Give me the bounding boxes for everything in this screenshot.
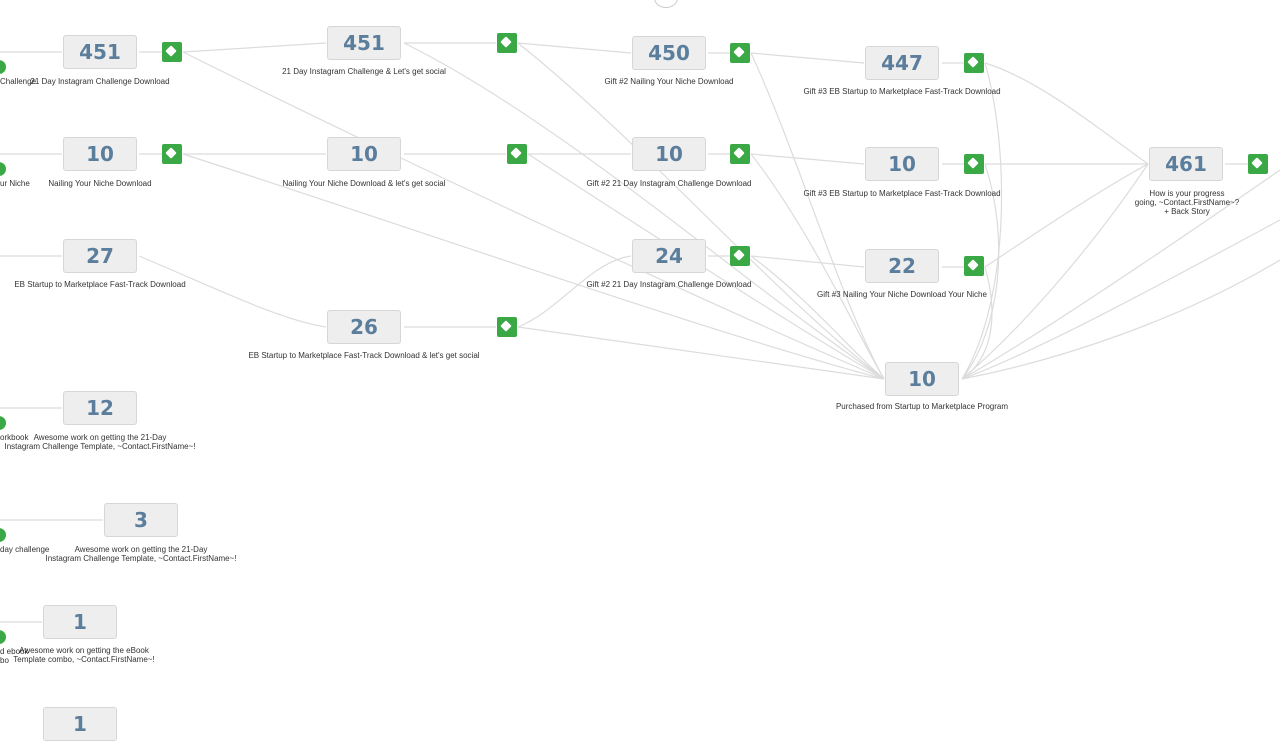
decision-diamond-icon[interactable] — [964, 256, 984, 276]
decision-diamond-icon[interactable] — [507, 144, 527, 164]
decision-diamond-icon[interactable] — [730, 43, 750, 63]
left-label: Challenge — [0, 77, 37, 86]
decision-diamond-icon[interactable] — [162, 42, 182, 62]
start-dot[interactable] — [0, 60, 6, 74]
left-label: d ebook bo — [0, 647, 29, 665]
sequence-node[interactable]: 3 — [104, 503, 178, 537]
sequence-node[interactable]: 10 — [865, 147, 939, 181]
node-label: How is your progress going, ~Contact.Fir… — [1134, 189, 1240, 216]
sequence-node[interactable]: 26 — [327, 310, 401, 344]
node-label: Gift #2 21 Day Instagram Challenge Downl… — [586, 280, 752, 289]
node-label: Awesome work on getting the 21-Day Insta… — [45, 545, 237, 563]
node-label: Awesome work on getting the eBook Templa… — [13, 646, 155, 664]
goal-node[interactable]: 10 — [885, 362, 959, 396]
start-dot[interactable] — [0, 528, 6, 542]
connection-lines — [0, 42, 1280, 623]
left-label: day challenge — [0, 545, 50, 554]
node-label: Gift #2 21 Day Instagram Challenge Downl… — [586, 179, 752, 188]
left-label: orkbook — [0, 433, 29, 442]
sequence-node[interactable]: 12 — [63, 391, 137, 425]
node-label: 21 Day Instagram Challenge & Let's get s… — [282, 67, 446, 76]
start-dot[interactable] — [0, 416, 6, 430]
sequence-node[interactable]: 451 — [327, 26, 401, 60]
decision-diamond-icon[interactable] — [497, 33, 517, 53]
sequence-node[interactable]: 22 — [865, 249, 939, 283]
node-label: Awesome work on getting the 21-Day Insta… — [4, 433, 196, 451]
decision-diamond-icon[interactable] — [1248, 154, 1268, 174]
sequence-node[interactable]: 10 — [63, 137, 137, 171]
decision-diamond-icon[interactable] — [730, 144, 750, 164]
left-label: ur Niche — [0, 179, 30, 188]
node-label: EB Startup to Marketplace Fast-Track Dow… — [14, 280, 186, 289]
campaign-canvas: Challenge ur Niche orkbook day challenge… — [0, 0, 1280, 720]
start-dot[interactable] — [0, 162, 6, 176]
sequence-node[interactable]: 1 — [43, 707, 117, 741]
node-label: 21 Day Instagram Challenge Download — [30, 77, 170, 86]
decision-diamond-icon[interactable] — [730, 246, 750, 266]
sequence-node[interactable]: 24 — [632, 239, 706, 273]
decision-diamond-icon[interactable] — [964, 154, 984, 174]
node-label: Gift #2 Nailing Your Niche Download — [604, 77, 734, 86]
sequence-node[interactable]: 461 — [1149, 147, 1223, 181]
node-label: Nailing Your Niche Download & let's get … — [282, 179, 446, 188]
node-label: Gift #3 Nailing Your Niche Download Your… — [817, 290, 987, 299]
node-label: Gift #3 EB Startup to Marketplace Fast-T… — [803, 87, 1001, 96]
node-label: Nailing Your Niche Download — [48, 179, 152, 188]
node-label: EB Startup to Marketplace Fast-Track Dow… — [248, 351, 480, 360]
sequence-node[interactable]: 10 — [327, 137, 401, 171]
node-label: Purchased from Startup to Marketplace Pr… — [835, 402, 1009, 411]
sequence-node[interactable]: 10 — [632, 137, 706, 171]
node-label: Gift #3 EB Startup to Marketplace Fast-T… — [803, 189, 1001, 198]
sequence-node[interactable]: 27 — [63, 239, 137, 273]
decision-diamond-icon[interactable] — [964, 53, 984, 73]
sequence-node[interactable]: 1 — [43, 605, 117, 639]
sequence-node[interactable]: 451 — [63, 35, 137, 69]
decision-diamond-icon[interactable] — [497, 317, 517, 337]
sequence-node[interactable]: 447 — [865, 46, 939, 80]
decision-diamond-icon[interactable] — [162, 144, 182, 164]
start-dot[interactable] — [0, 630, 6, 644]
sequence-node[interactable]: 450 — [632, 36, 706, 70]
